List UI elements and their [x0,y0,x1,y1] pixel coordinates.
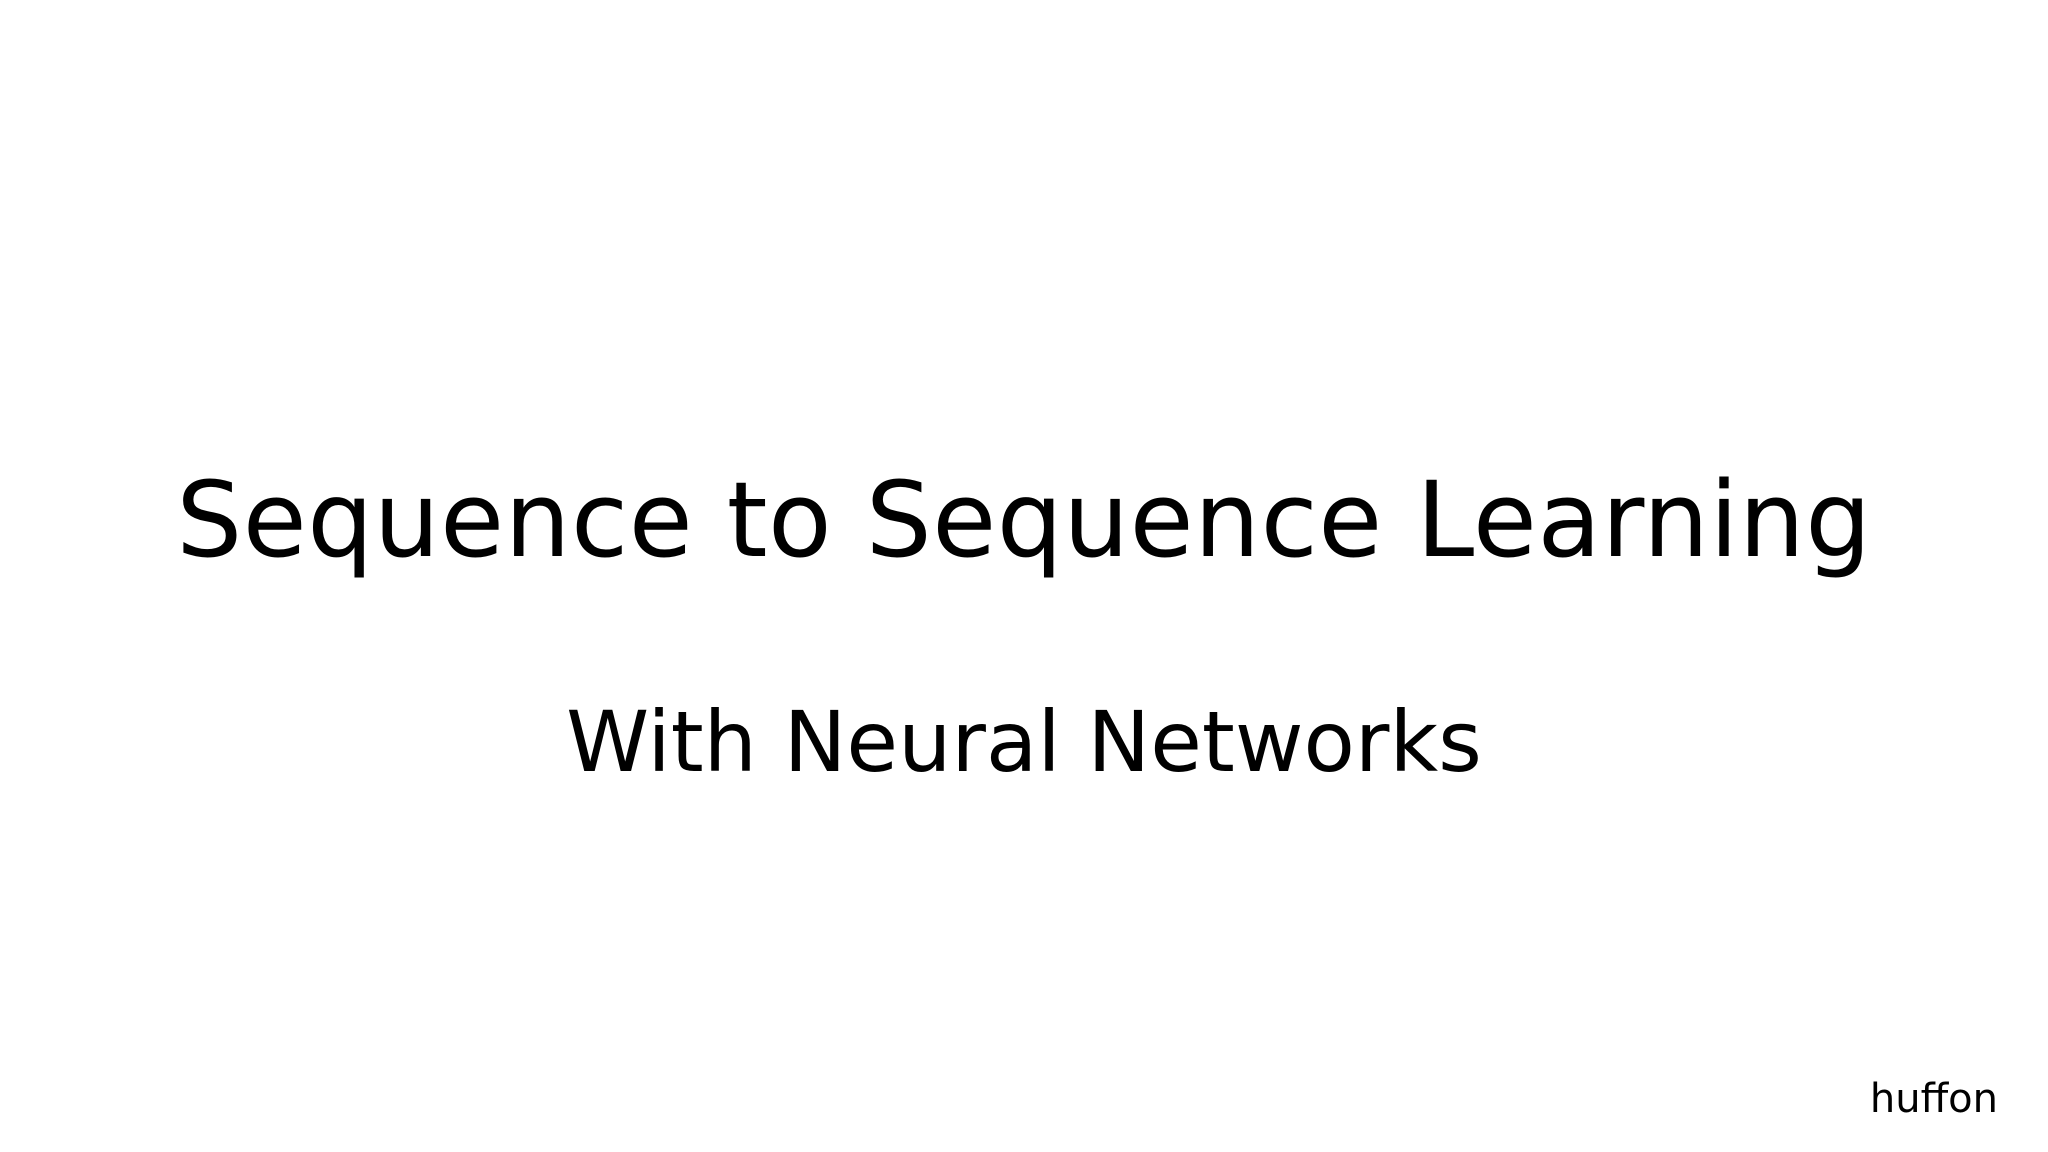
slide-subtitle: With Neural Networks [566,693,1482,791]
author-logo-text: huffon [1869,1076,1998,1122]
slide-title: Sequence to Sequence Learning [176,459,1872,581]
